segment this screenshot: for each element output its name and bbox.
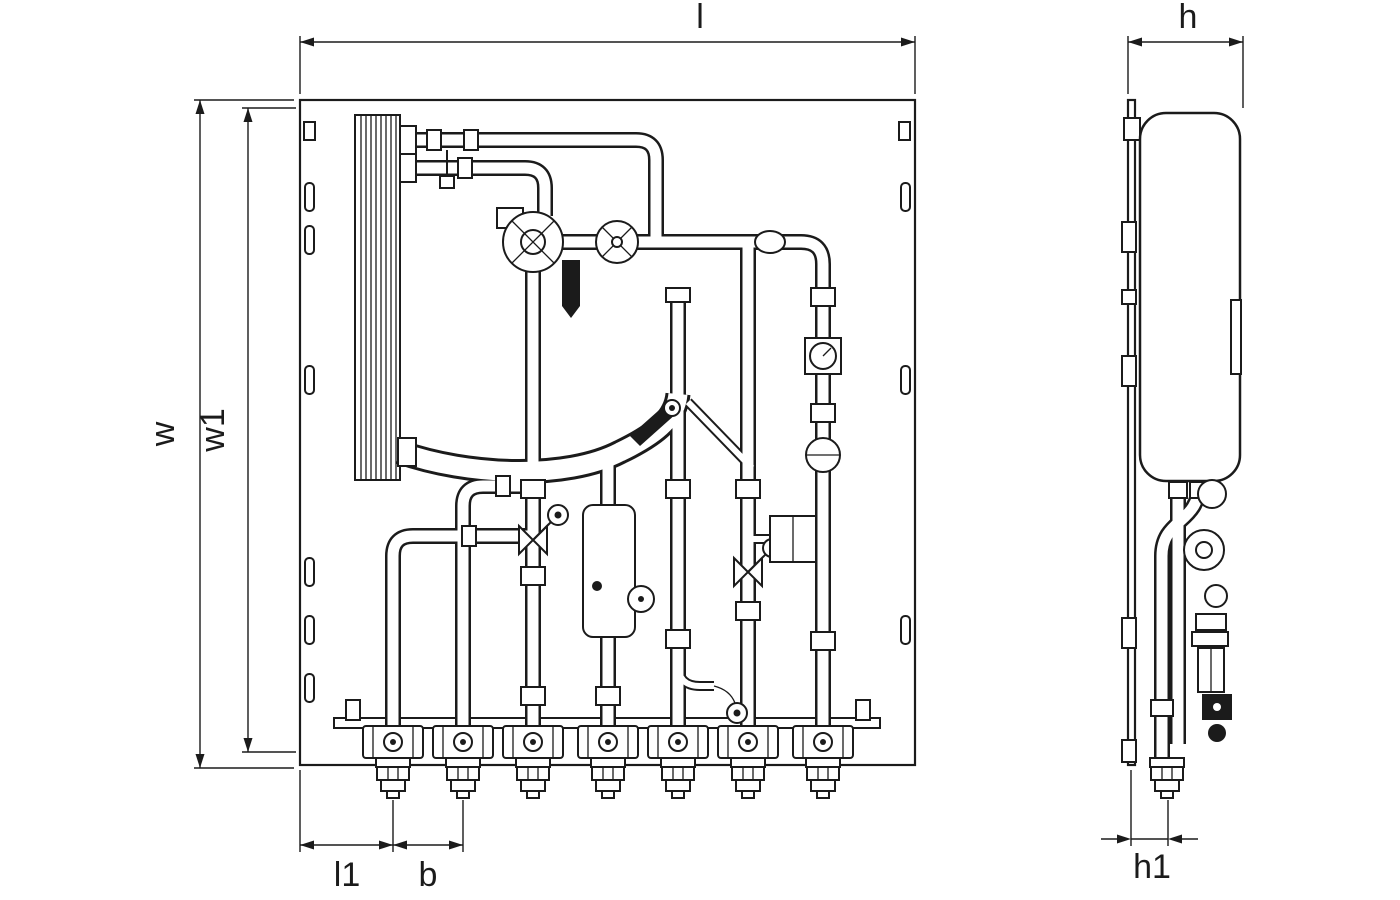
dim-label-h: h <box>1179 0 1198 36</box>
zone-valve <box>595 220 639 264</box>
pipe-connection <box>792 725 854 799</box>
dimensions: l h w w1 l1 <box>144 0 1244 894</box>
dimension-w1: w1 <box>194 107 296 753</box>
union-fittings <box>397 125 836 706</box>
flow-meter <box>804 337 842 375</box>
side-components <box>1183 479 1232 742</box>
mounting-slots <box>303 121 911 703</box>
side-bottom-connection <box>1149 757 1185 799</box>
dimension-b: b <box>393 800 464 894</box>
dim-label-l1: l1 <box>334 856 360 894</box>
bottom-connections <box>362 725 854 799</box>
side-plate-tabs <box>1121 117 1141 763</box>
lever-ball-valve <box>630 399 681 446</box>
dimension-l1: l1 <box>299 770 394 894</box>
pipe-connection <box>362 725 424 799</box>
insulation-cover <box>1138 111 1242 483</box>
air-vent <box>439 150 455 189</box>
front-view <box>298 98 917 799</box>
ball-valve-v3 <box>518 504 569 557</box>
dim-label-b: b <box>419 856 438 894</box>
pipe-connection <box>432 725 494 799</box>
pipe-connection <box>577 725 639 799</box>
side-plate-edge <box>1126 98 1137 767</box>
dim-label-l: l <box>696 0 704 36</box>
inline-fitting <box>754 230 786 254</box>
dimension-l: l <box>299 0 916 94</box>
dimension-w: w <box>144 99 294 769</box>
dim-label-w: w <box>144 421 182 447</box>
heat-exchanger <box>354 114 401 481</box>
drain-valve <box>713 685 748 724</box>
pipe-connection <box>502 725 564 799</box>
circulation-pump <box>496 207 564 273</box>
dim-label-w1: w1 <box>194 408 232 452</box>
dimension-h: h <box>1127 0 1244 108</box>
sight-glass <box>805 437 841 473</box>
dim-label-h1: h1 <box>1133 848 1171 886</box>
side-view <box>1121 98 1242 799</box>
controller-plate <box>582 504 655 638</box>
valve-body-square <box>769 515 817 563</box>
dimension-h1: h1 <box>1101 770 1198 886</box>
pipe-connection <box>647 725 709 799</box>
valve-actuator-stem <box>562 260 580 318</box>
pipe-connection <box>717 725 779 799</box>
